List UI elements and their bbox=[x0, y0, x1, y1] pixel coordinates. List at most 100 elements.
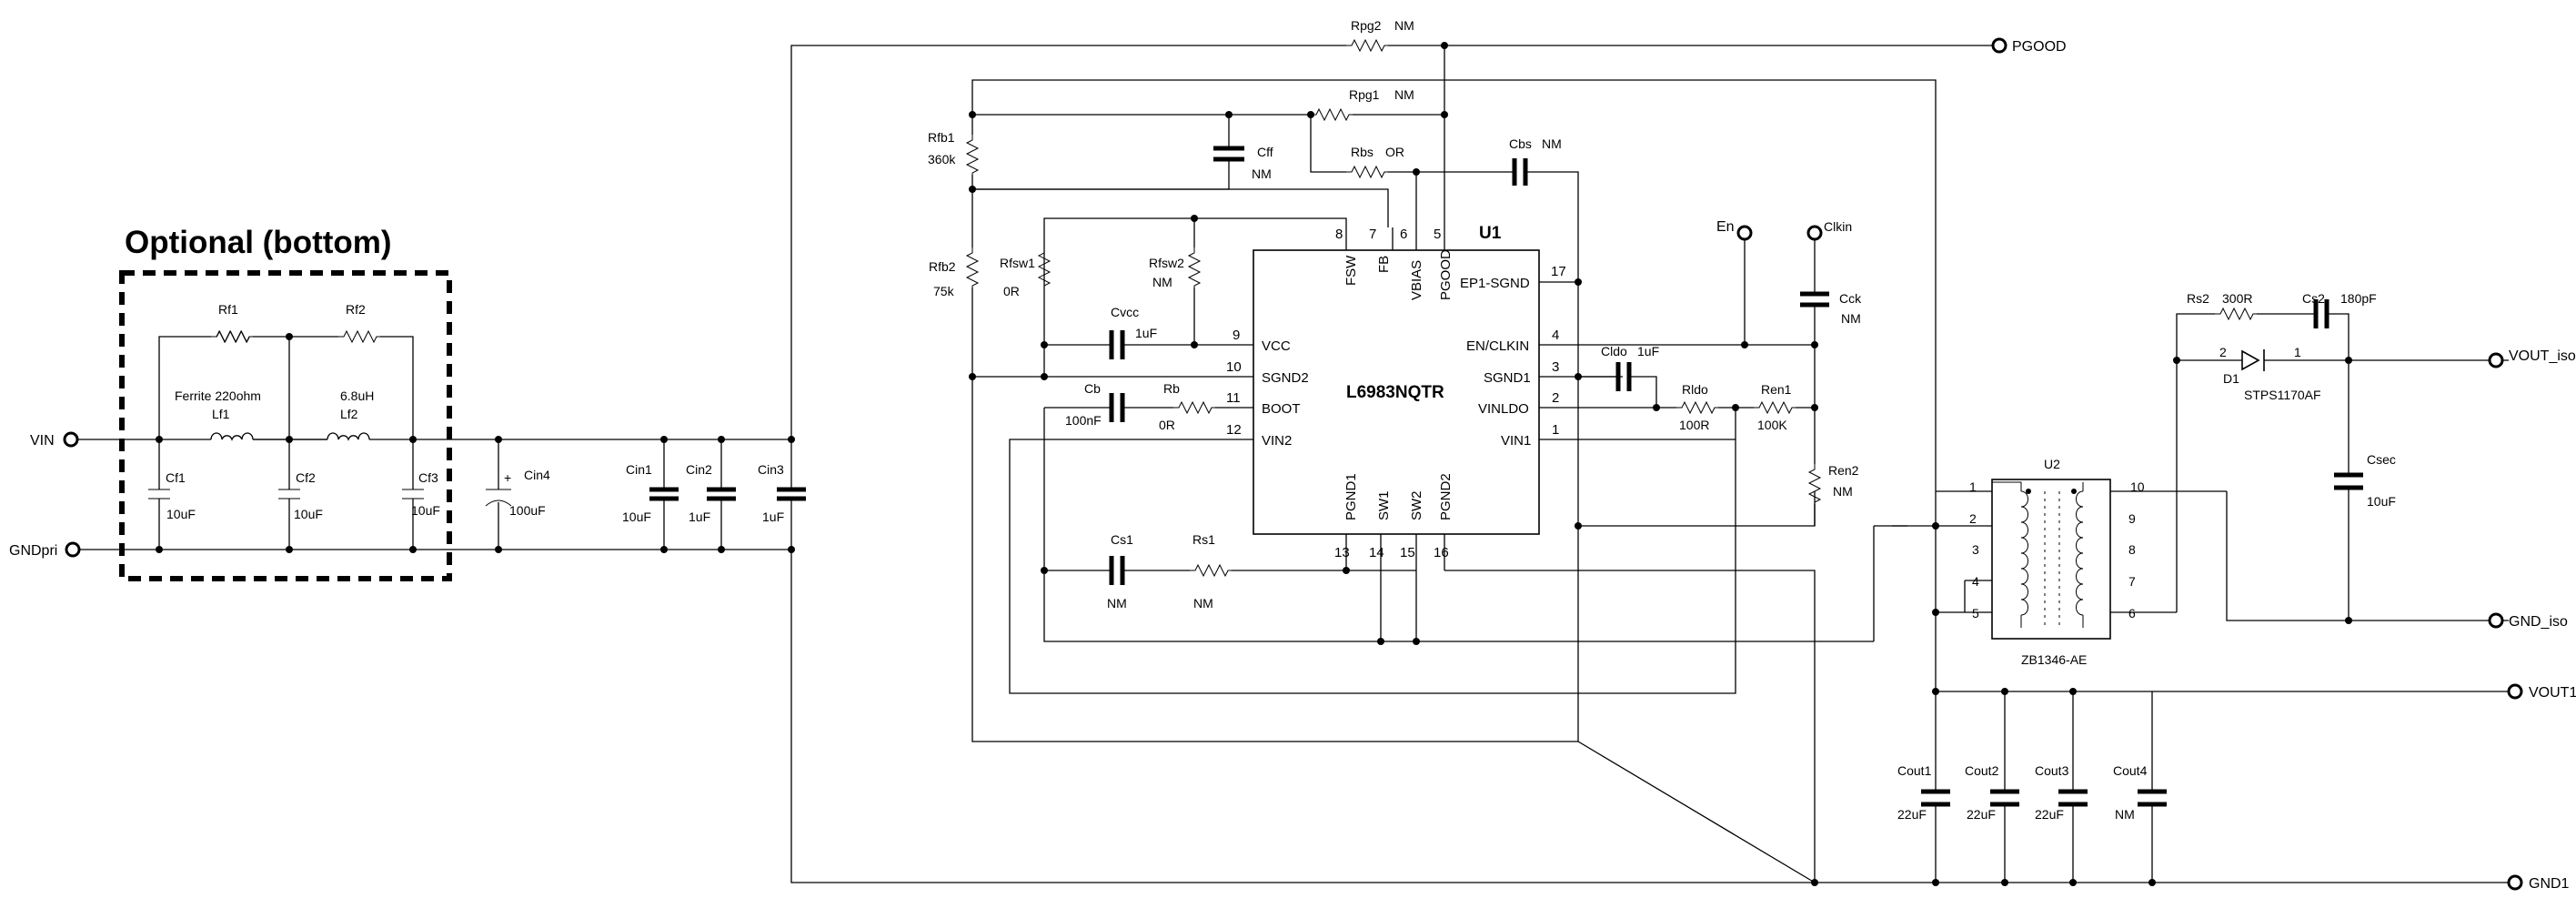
cf1-label: Cf1 bbox=[166, 470, 186, 485]
cldo-cap bbox=[1615, 362, 1632, 391]
cs2-cap bbox=[2313, 299, 2329, 328]
vout-sense-net bbox=[971, 79, 1937, 491]
ren2-label: Ren2 bbox=[1828, 463, 1859, 478]
cout3-label: Cout3 bbox=[2035, 763, 2069, 778]
vout1-net bbox=[1935, 491, 2509, 883]
pin-enclk: EN/CLKIN bbox=[1466, 338, 1529, 354]
cout2-cap bbox=[1990, 789, 2019, 807]
u2-primary-winding bbox=[1992, 481, 2028, 628]
pin6-num: 6 bbox=[1400, 227, 1407, 242]
sgnd-loop bbox=[971, 282, 1816, 742]
cout1-value: 22uF bbox=[1897, 807, 1927, 822]
rfb2-resistor bbox=[965, 247, 980, 289]
u2-pin7: 7 bbox=[2128, 574, 2136, 589]
rs1-value: NM bbox=[1193, 596, 1213, 610]
rfb1-label: Rfb1 bbox=[928, 130, 955, 145]
cin1-label: Cin1 bbox=[626, 462, 652, 477]
gnd1-rail bbox=[790, 550, 2509, 883]
cvcc-label: Cvcc bbox=[1111, 305, 1139, 319]
rs1-resistor bbox=[1190, 563, 1232, 578]
rfb1-value: 360k bbox=[928, 152, 956, 166]
u2-dot-secondary bbox=[2071, 489, 2077, 494]
rbs-value: OR bbox=[1385, 145, 1404, 159]
vin-terminal[interactable] bbox=[63, 431, 79, 448]
rs2-value: 300R bbox=[2222, 291, 2252, 306]
rs1-label: Rs1 bbox=[1192, 532, 1215, 547]
cin4-plus: + bbox=[504, 470, 511, 485]
sw-net bbox=[1380, 525, 1907, 642]
gndpri-label: GNDpri bbox=[9, 543, 57, 559]
cb-cap bbox=[1109, 393, 1125, 422]
pin7-num: 7 bbox=[1369, 227, 1376, 242]
rpg2-value: NM bbox=[1394, 18, 1414, 33]
cs1-value: NM bbox=[1107, 596, 1127, 610]
cin3-cap bbox=[777, 487, 806, 501]
pin-vinldo: VINLDO bbox=[1478, 401, 1529, 417]
rf2-label: Rf2 bbox=[346, 302, 366, 317]
cf3-label: Cf3 bbox=[418, 470, 438, 485]
gnd1-label: GND1 bbox=[2529, 876, 2570, 892]
pin13-num: 13 bbox=[1334, 545, 1350, 560]
gnd-iso-label: GND_iso bbox=[2509, 614, 2568, 630]
rb-value: 0R bbox=[1159, 418, 1175, 432]
cff-value: NM bbox=[1252, 166, 1272, 181]
u2-pin3: 3 bbox=[1972, 542, 1979, 557]
clkin-terminal[interactable] bbox=[1806, 225, 1823, 241]
pin-sgnd1: SGND1 bbox=[1484, 370, 1531, 386]
cout2-label: Cout2 bbox=[1965, 763, 1999, 778]
gnd1-terminal[interactable] bbox=[2507, 874, 2523, 891]
cff-cap bbox=[1213, 146, 1244, 162]
cin2-cap bbox=[707, 487, 736, 501]
cin1-value: 10uF bbox=[622, 510, 651, 524]
rfb-wire bbox=[971, 115, 1215, 378]
u2-pin10: 10 bbox=[2130, 479, 2145, 494]
lf2-value: 6.8uH bbox=[340, 388, 374, 403]
cout1-cap bbox=[1921, 789, 1950, 807]
pin2-num: 2 bbox=[1552, 390, 1559, 406]
right-junctions bbox=[1932, 357, 2352, 886]
rbs-resistor bbox=[1346, 165, 1388, 179]
u2-pin4: 4 bbox=[1972, 574, 1979, 589]
rfb2-value: 75k bbox=[933, 284, 955, 298]
rpg1-value: NM bbox=[1394, 87, 1414, 102]
vout1-terminal[interactable] bbox=[2507, 683, 2523, 700]
gnd-iso-terminal[interactable] bbox=[2488, 612, 2504, 629]
ren1-resistor bbox=[1754, 400, 1796, 415]
rfb1-resistor bbox=[965, 135, 980, 177]
vout-iso-terminal[interactable] bbox=[2488, 352, 2504, 368]
fb-net bbox=[972, 188, 1389, 227]
pin-vcc: VCC bbox=[1262, 338, 1291, 354]
u2-pin5: 5 bbox=[1972, 606, 1979, 621]
vin2-net bbox=[1009, 439, 1736, 694]
cout3-value: 22uF bbox=[2035, 807, 2064, 822]
cout2-value: 22uF bbox=[1967, 807, 1996, 822]
ren2-value: NM bbox=[1833, 484, 1853, 499]
lf2-label: Lf2 bbox=[340, 407, 358, 421]
pin1-num: 1 bbox=[1552, 422, 1559, 438]
pin9-num: 9 bbox=[1233, 328, 1240, 343]
pin-sgnd2: SGND2 bbox=[1262, 370, 1309, 386]
u2-pin1: 1 bbox=[1969, 479, 1977, 494]
pin-vbias: VBIAS bbox=[1409, 260, 1424, 300]
u1-right-pins bbox=[1539, 281, 1578, 440]
cs1-cap bbox=[1109, 556, 1125, 585]
gndpri-terminal[interactable] bbox=[65, 541, 81, 558]
rs2-resistor bbox=[2215, 307, 2257, 321]
cf2-cap bbox=[278, 489, 300, 499]
pin-fsw: FSW bbox=[1343, 255, 1359, 286]
pgood-terminal[interactable] bbox=[1991, 37, 2007, 54]
d1-pin1: 1 bbox=[2294, 345, 2301, 359]
cout4-cap bbox=[2138, 789, 2167, 807]
cf1-cap bbox=[148, 489, 170, 499]
pin14-num: 14 bbox=[1369, 545, 1384, 560]
cldo-net bbox=[1578, 376, 1657, 408]
rpg2-label: Rpg2 bbox=[1351, 18, 1382, 33]
cf1-value: 10uF bbox=[166, 507, 196, 521]
cf3-cap bbox=[402, 489, 424, 499]
ren1-value: 100K bbox=[1757, 418, 1787, 432]
vout1-label: VOUT1 bbox=[2529, 685, 2576, 701]
rbs-label: Rbs bbox=[1351, 145, 1374, 159]
en-terminal[interactable] bbox=[1736, 225, 1753, 241]
pgnd-net bbox=[1444, 570, 1816, 883]
pin8-num: 8 bbox=[1335, 227, 1343, 242]
